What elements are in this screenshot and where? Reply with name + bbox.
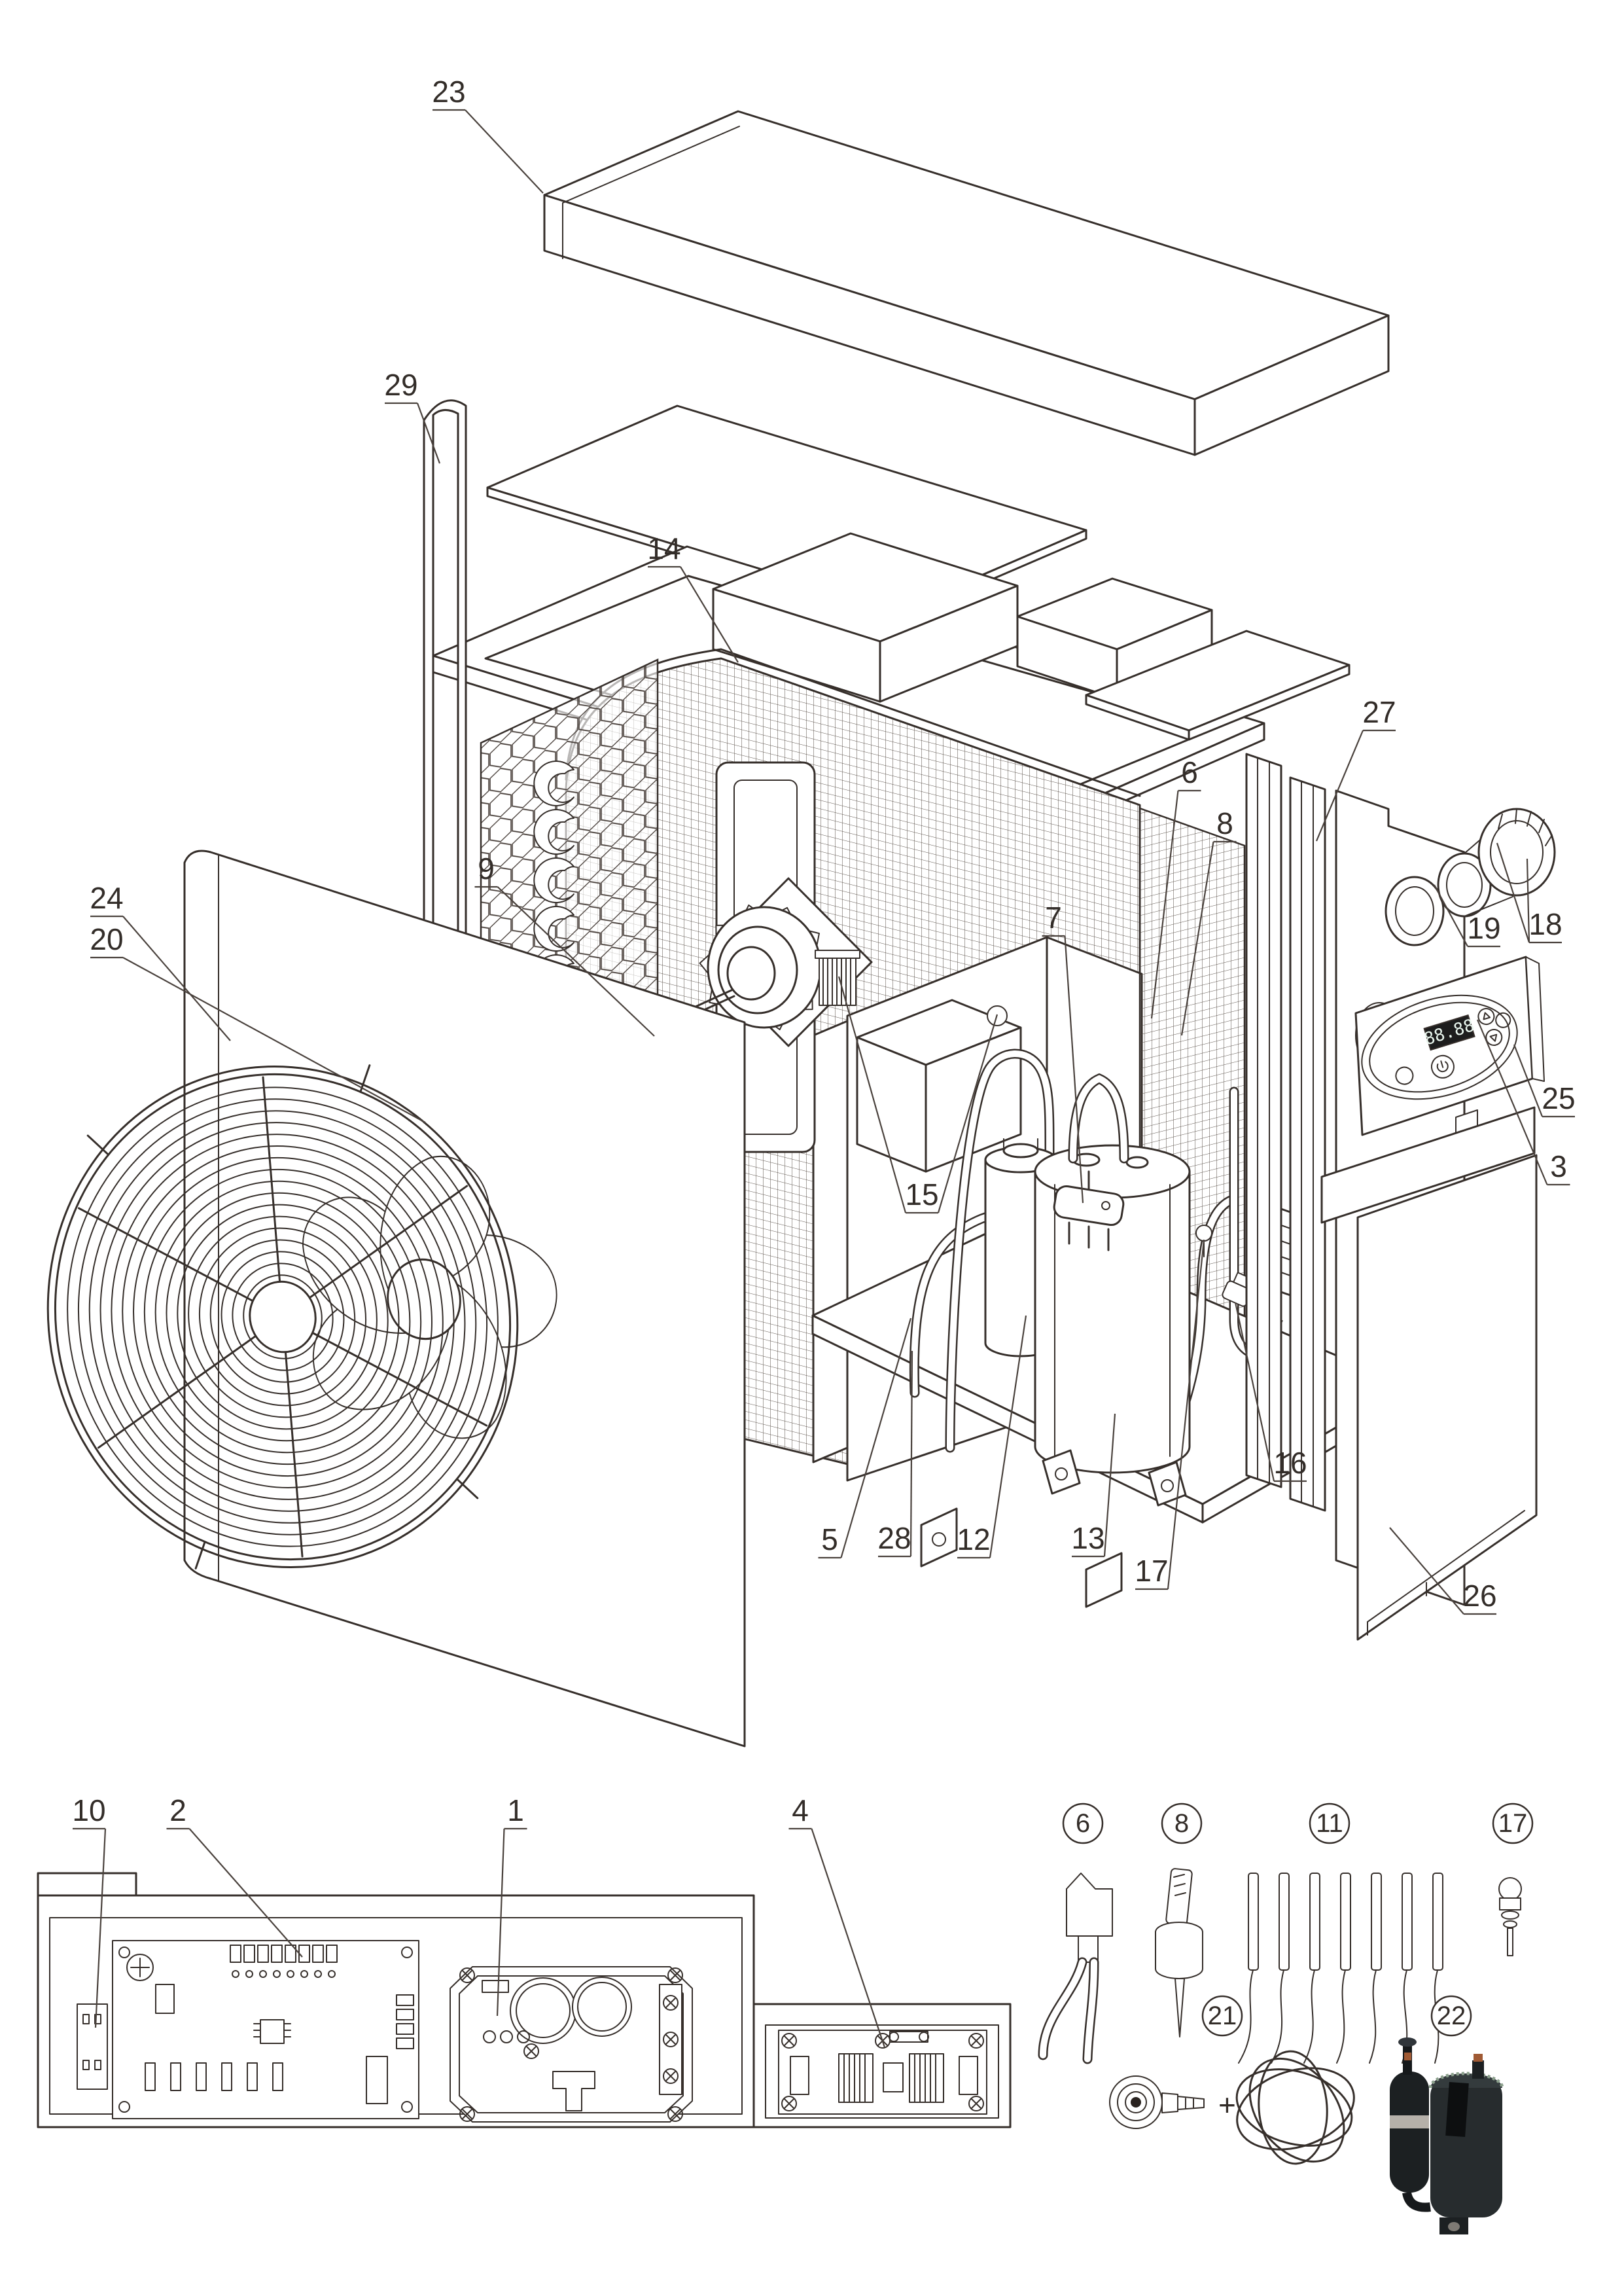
top-cover-panel xyxy=(543,110,1390,456)
air-duct-box xyxy=(712,532,1019,703)
flow-switch-part xyxy=(1038,1873,1113,2064)
plus-sign: + xyxy=(1218,2088,1236,2122)
up-button[interactable] xyxy=(1476,1007,1496,1026)
callout-10: 10 xyxy=(72,1793,105,1827)
callout-7: 7 xyxy=(1045,901,1062,935)
support-rail-a xyxy=(1245,753,1282,1488)
callout-17: 17 xyxy=(1135,1554,1168,1588)
fan-impeller xyxy=(302,1155,557,1439)
svg-text:17: 17 xyxy=(1498,1809,1528,1838)
front-lower-panel xyxy=(1356,1154,1538,1641)
callout-23: 23 xyxy=(432,75,465,109)
callout-14: 14 xyxy=(647,531,680,565)
water-union-fittings xyxy=(1385,808,1556,946)
callout-3: 3 xyxy=(1550,1149,1567,1183)
callout-12: 12 xyxy=(957,1522,990,1556)
solenoid-coil xyxy=(815,950,1008,1026)
access-lid xyxy=(1085,630,1350,741)
svg-text:6: 6 xyxy=(1076,1809,1090,1838)
callout-29: 29 xyxy=(384,368,417,402)
svg-text:11: 11 xyxy=(1316,1809,1343,1838)
svg-text:22: 22 xyxy=(1437,2001,1466,2030)
drain-hose-part xyxy=(1235,2050,1355,2165)
control-panel: 88.88 xyxy=(1354,956,1545,1136)
callout-2: 2 xyxy=(169,1793,186,1827)
panel-display xyxy=(1423,1014,1475,1051)
valve-core-part xyxy=(1498,1877,1522,1956)
callout-19: 19 xyxy=(1467,911,1500,945)
callout-25: 25 xyxy=(1542,1081,1575,1115)
callout-9: 9 xyxy=(478,852,495,886)
temp-sensor-part xyxy=(1155,1868,1203,2037)
svg-text:8: 8 xyxy=(1174,1809,1189,1838)
extension-box xyxy=(752,2003,1012,2128)
callout-4: 4 xyxy=(792,1793,809,1827)
callout-20: 20 xyxy=(90,922,123,956)
sensor-wire-set xyxy=(1238,1873,1443,2064)
svg-text:21: 21 xyxy=(1208,2001,1237,2030)
drain-connector-part xyxy=(1109,2075,1205,2129)
callout-18: 18 xyxy=(1528,907,1562,941)
power-button[interactable] xyxy=(1429,1053,1456,1081)
compressor xyxy=(1034,1144,1191,1507)
fan-grille xyxy=(46,1064,519,1570)
main-pcb xyxy=(112,1940,419,2119)
callout-5: 5 xyxy=(821,1522,838,1556)
support-rail-b xyxy=(1289,776,1326,1512)
jacket-rim xyxy=(1428,2072,1504,2089)
terminal-block xyxy=(77,2003,108,2090)
heatsink xyxy=(838,2053,944,2103)
circled-callout-17 xyxy=(1492,1803,1534,1844)
circled-callout-21 xyxy=(1201,1995,1243,2037)
callout-27: 27 xyxy=(1362,695,1396,729)
circled-callout-11 xyxy=(1309,1803,1350,1844)
callout-16: 16 xyxy=(1273,1446,1307,1480)
fan-motor xyxy=(591,904,830,1064)
inner-electric-box xyxy=(856,999,1022,1173)
callout-1: 1 xyxy=(507,1793,524,1827)
four-way-valve xyxy=(1053,1170,1125,1251)
electrical-box xyxy=(37,1872,1012,2128)
callout-28: 28 xyxy=(877,1521,911,1555)
mode-button[interactable] xyxy=(1394,1065,1415,1086)
circled-callout-22 xyxy=(1430,1995,1472,2037)
callout-13: 13 xyxy=(1071,1521,1104,1555)
circled-callout-8 xyxy=(1161,1803,1203,1844)
callout-8: 8 xyxy=(1216,806,1233,840)
compressor-photo xyxy=(1390,2037,1504,2234)
callout-6: 6 xyxy=(1181,755,1198,789)
circled-callout-6 xyxy=(1062,1803,1104,1844)
callout-24: 24 xyxy=(90,881,123,915)
callout-15: 15 xyxy=(905,1177,938,1211)
controller-unit xyxy=(450,1966,693,2123)
fan-button[interactable] xyxy=(1494,1011,1511,1029)
callout-26: 26 xyxy=(1463,1579,1496,1613)
